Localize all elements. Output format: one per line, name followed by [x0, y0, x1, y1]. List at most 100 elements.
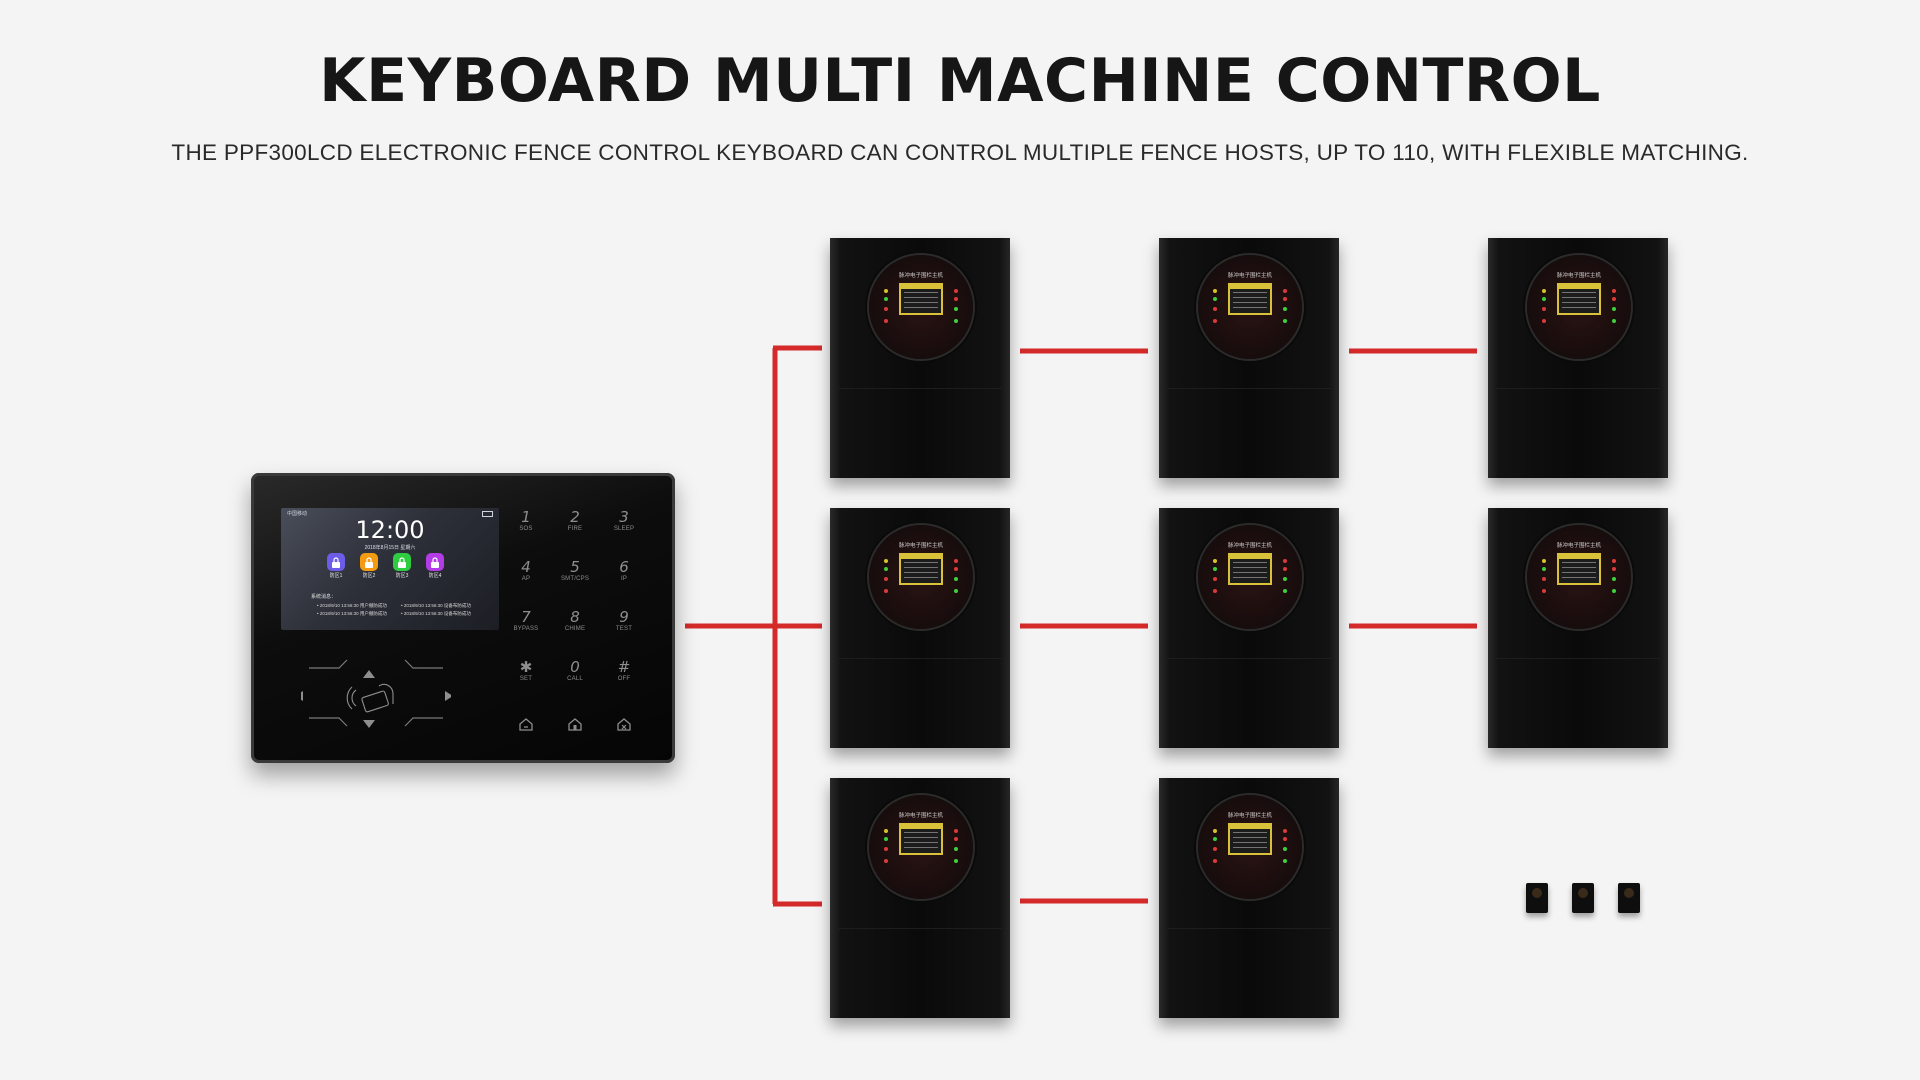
status-led: [954, 307, 958, 311]
status-led: [1213, 307, 1217, 311]
key-label: SOS: [519, 526, 533, 532]
key-number: 7: [521, 608, 531, 626]
host-lcd: [1228, 283, 1272, 315]
status-led: [1612, 589, 1616, 593]
host-screen-label: 脉冲电子围栏主机: [898, 813, 943, 819]
host-lcd: [1557, 553, 1601, 585]
host-screen-label: 脉冲电子围栏主机: [1227, 273, 1272, 279]
status-led: [884, 297, 888, 301]
status-led: [1213, 319, 1217, 323]
status-led: [1612, 559, 1616, 563]
host-screen-label: 脉冲电子围栏主机: [1227, 543, 1272, 549]
status-led: [1213, 859, 1217, 863]
status-led: [1213, 589, 1217, 593]
key-label: FIRE: [567, 526, 583, 532]
lock-icon: [393, 553, 411, 571]
lock-icon: [426, 553, 444, 571]
key-number: 2: [570, 508, 580, 526]
zone-label: 防区2: [362, 573, 376, 579]
host-lcd: [1228, 823, 1272, 855]
zone-2[interactable]: 防区2: [359, 553, 379, 579]
accessory-module: [1572, 883, 1594, 913]
log-left: • 2018/9/10 13:56:30 用户撤防成功 • 2018/9/10 …: [317, 602, 387, 618]
status-led: [1283, 847, 1287, 851]
status-led: [1612, 297, 1616, 301]
status-led: [1283, 577, 1287, 581]
host-screen-label: 脉冲电子围栏主机: [1556, 273, 1601, 279]
fence-host-5: 脉冲电子围栏主机: [1159, 508, 1339, 748]
disarm-icon[interactable]: [603, 716, 645, 737]
fence-host-8: 脉冲电子围栏主机: [1159, 778, 1339, 1018]
key-label: CHIME: [564, 626, 586, 632]
status-led: [884, 289, 888, 293]
status-led: [884, 589, 888, 593]
host-screen-label: 脉冲电子围栏主机: [1227, 813, 1272, 819]
control-keyboard: 中国移动 12:00 2018年8月15日 星期六 防区1 防区2 防区3: [251, 473, 675, 763]
status-led: [954, 559, 958, 563]
log-entry: • 2018/9/10 13:56:30 设备布防成功: [401, 603, 471, 608]
status-led: [1542, 589, 1546, 593]
status-led: [1283, 307, 1287, 311]
status-led: [1283, 567, 1287, 571]
zone-3[interactable]: 防区3: [392, 553, 412, 579]
fence-host-6: 脉冲电子围栏主机: [1488, 508, 1668, 748]
log-right: • 2018/9/10 13:56:30 设备布防成功 • 2018/9/10 …: [401, 602, 471, 618]
status-led: [954, 567, 958, 571]
host-dial: 脉冲电子围栏主机: [1198, 795, 1302, 899]
status-led: [1612, 289, 1616, 293]
fence-host-2: 脉冲电子围栏主机: [1159, 238, 1339, 478]
status-led: [1612, 319, 1616, 323]
status-led: [884, 307, 888, 311]
status-led: [954, 289, 958, 293]
host-lcd: [899, 283, 943, 315]
key-label: CALL: [567, 676, 583, 682]
host-lcd: [899, 823, 943, 855]
host-lcd: [1557, 283, 1601, 315]
key-number: ✱: [519, 658, 533, 676]
key-label: TEST: [615, 626, 633, 632]
host-dial: 脉冲电子围栏主机: [1527, 255, 1631, 359]
arrow-right-icon: [445, 691, 453, 701]
host-dial: 脉冲电子围栏主机: [869, 255, 973, 359]
accessory-module: [1618, 883, 1640, 913]
home-arm-icon[interactable]: [554, 716, 596, 737]
zone-1[interactable]: 防区1: [326, 553, 346, 579]
key-label: SLEEP: [613, 526, 635, 532]
status-led: [1213, 577, 1217, 581]
status-led: [1283, 319, 1287, 323]
status-led: [1283, 289, 1287, 293]
status-led: [1283, 559, 1287, 563]
status-led: [1612, 577, 1616, 581]
key-hash[interactable]: #OFF: [603, 659, 645, 682]
host-lcd: [1228, 553, 1272, 585]
lock-icon: [360, 553, 378, 571]
host-dial: 脉冲电子围栏主机: [1527, 525, 1631, 629]
log-title: 系统消息：: [311, 594, 337, 600]
host-dial: 脉冲电子围栏主机: [1198, 525, 1302, 629]
log-entry: • 2018/9/10 13:56:30 用户撤防成功: [317, 603, 387, 608]
key-number: 6: [619, 558, 629, 576]
key-label: SMT/CPS: [560, 576, 590, 582]
status-led: [1283, 837, 1287, 841]
status-led: [1542, 319, 1546, 323]
status-led: [954, 297, 958, 301]
status-led: [1283, 297, 1287, 301]
status-led: [884, 859, 888, 863]
zone-4[interactable]: 防区4: [425, 553, 445, 579]
arrow-down-icon: [363, 720, 375, 728]
host-screen-label: 脉冲电子围栏主机: [898, 273, 943, 279]
away-arm-icon[interactable]: [505, 716, 547, 737]
key-number: #: [617, 658, 631, 676]
key-star[interactable]: ✱SET: [505, 659, 547, 682]
